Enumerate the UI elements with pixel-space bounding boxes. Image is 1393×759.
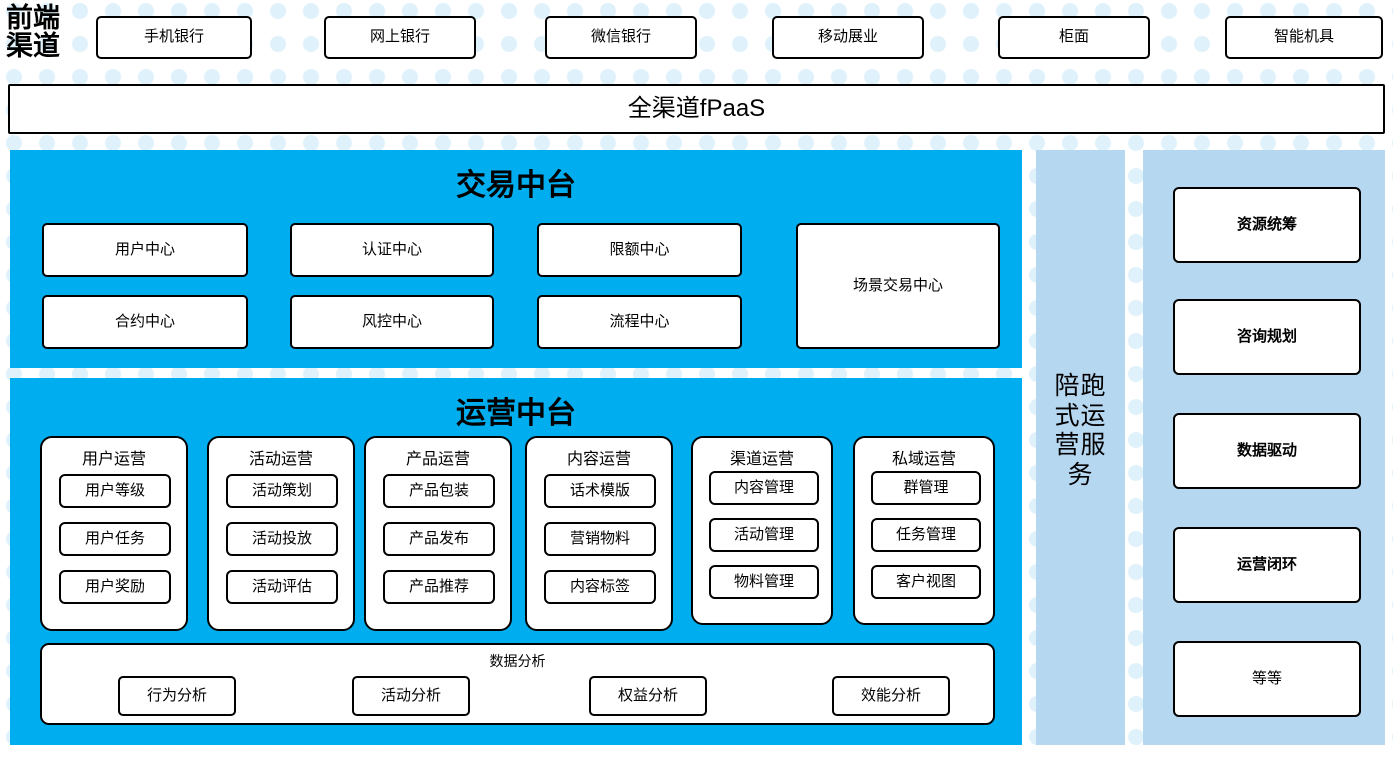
operation-group-campaign-title: 活动运营 <box>248 451 313 468</box>
operation-group-content: 内容运营 话术模版 营销物料 内容标签 <box>525 436 673 631</box>
operation-group-product: 产品运营 产品包装 产品发布 产品推荐 <box>364 436 512 631</box>
operation-item-campaign-management[interactable]: 活动管理 <box>709 518 819 552</box>
trade-node-user-center[interactable]: 用户中心 <box>42 223 248 277</box>
channel-item-online-bank[interactable]: 网上银行 <box>324 16 476 59</box>
operation-item-script-template[interactable]: 话术模版 <box>544 474 656 508</box>
accompanying-operation-service-band: 陪跑式运营服务 <box>1036 150 1125 745</box>
operation-group-channel: 渠道运营 内容管理 活动管理 物料管理 <box>691 436 833 625</box>
operation-group-user-title: 用户运营 <box>81 451 146 468</box>
operation-item-product-recommend[interactable]: 产品推荐 <box>383 570 495 604</box>
operation-item-material-management[interactable]: 物料管理 <box>709 565 819 599</box>
service-item-data-driven[interactable]: 数据驱动 <box>1173 413 1361 489</box>
operation-item-content-management[interactable]: 内容管理 <box>709 471 819 505</box>
operation-group-user: 用户运营 用户等级 用户任务 用户奖励 <box>40 436 188 631</box>
operation-item-user-level[interactable]: 用户等级 <box>59 474 171 508</box>
operation-item-campaign-delivery[interactable]: 活动投放 <box>226 522 338 556</box>
operation-item-marketing-material[interactable]: 营销物料 <box>544 522 656 556</box>
analysis-item-campaign[interactable]: 活动分析 <box>352 676 470 716</box>
operation-group-campaign: 活动运营 活动策划 活动投放 活动评估 <box>207 436 355 631</box>
operation-platform-panel: 运营中台 用户运营 用户等级 用户任务 用户奖励 活动运营 活动策划 活动投放 … <box>10 378 1022 745</box>
operation-item-product-release[interactable]: 产品发布 <box>383 522 495 556</box>
operation-platform-title: 运营中台 <box>456 397 576 430</box>
trade-node-auth-center[interactable]: 认证中心 <box>290 223 494 277</box>
operation-item-customer-view[interactable]: 客户视图 <box>871 565 981 599</box>
analysis-item-behavior[interactable]: 行为分析 <box>118 676 236 716</box>
accompanying-operation-service-label: 陪跑式运营服务 <box>1054 372 1107 489</box>
service-capability-panel: 资源统筹 咨询规划 数据驱动 运营闭环 等等 <box>1143 150 1385 745</box>
trade-node-risk-center[interactable]: 风控中心 <box>290 295 494 349</box>
data-analysis-card: 数据分析 行为分析 活动分析 权益分析 效能分析 <box>40 643 995 725</box>
operation-group-product-title: 产品运营 <box>405 451 470 468</box>
service-item-resource-coordination[interactable]: 资源统筹 <box>1173 187 1361 263</box>
operation-group-channel-title: 渠道运营 <box>729 451 794 468</box>
operation-item-product-packaging[interactable]: 产品包装 <box>383 474 495 508</box>
channel-item-counter[interactable]: 柜面 <box>998 16 1150 59</box>
trade-node-limit-center[interactable]: 限额中心 <box>537 223 742 277</box>
operation-item-content-tag[interactable]: 内容标签 <box>544 570 656 604</box>
trade-node-process-center[interactable]: 流程中心 <box>537 295 742 349</box>
trade-platform-title: 交易中台 <box>456 169 576 202</box>
operation-item-task-management[interactable]: 任务管理 <box>871 518 981 552</box>
operation-group-content-title: 内容运营 <box>566 451 631 468</box>
omni-channel-fpaas-bar[interactable]: 全渠道fPaaS <box>8 84 1385 134</box>
analysis-item-efficiency[interactable]: 效能分析 <box>832 676 950 716</box>
operation-item-user-task[interactable]: 用户任务 <box>59 522 171 556</box>
operation-item-campaign-evaluation[interactable]: 活动评估 <box>226 570 338 604</box>
operation-group-private-domain: 私域运营 群管理 任务管理 客户视图 <box>853 436 995 625</box>
operation-item-user-reward[interactable]: 用户奖励 <box>59 570 171 604</box>
operation-item-group-management[interactable]: 群管理 <box>871 471 981 505</box>
channel-item-mobile-bank[interactable]: 手机银行 <box>96 16 252 59</box>
service-item-consulting-planning[interactable]: 咨询规划 <box>1173 299 1361 375</box>
trade-node-contract-center[interactable]: 合约中心 <box>42 295 248 349</box>
channel-item-smart-device[interactable]: 智能机具 <box>1225 16 1383 59</box>
service-item-etc[interactable]: 等等 <box>1173 641 1361 717</box>
channel-item-wechat-bank[interactable]: 微信银行 <box>545 16 697 59</box>
service-item-operation-closed-loop[interactable]: 运营闭环 <box>1173 527 1361 603</box>
trade-node-scene-transaction-center[interactable]: 场景交易中心 <box>796 223 1000 349</box>
operation-item-campaign-planning[interactable]: 活动策划 <box>226 474 338 508</box>
trade-platform-panel: 交易中台 用户中心 认证中心 限额中心 合约中心 风控中心 流程中心 场景交易中… <box>10 150 1022 368</box>
front-end-channel-label: 前端渠道 <box>6 3 60 62</box>
channel-item-mobile-business[interactable]: 移动展业 <box>772 16 924 59</box>
analysis-item-benefit[interactable]: 权益分析 <box>589 676 707 716</box>
operation-group-private-domain-title: 私域运营 <box>891 451 956 468</box>
data-analysis-title: 数据分析 <box>489 653 546 669</box>
